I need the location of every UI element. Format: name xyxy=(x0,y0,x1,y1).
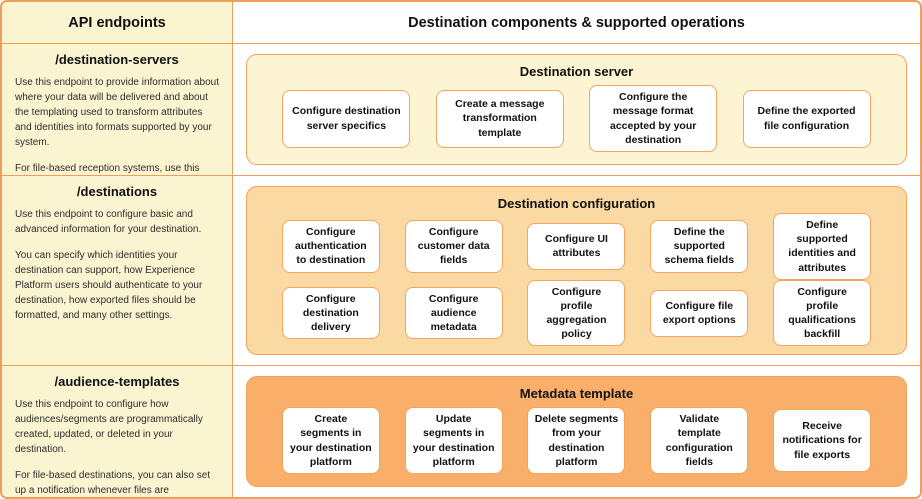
endpoint-description: For file-based destinations, you can als… xyxy=(15,470,211,496)
operations-grid-metadata-template: Create segments in your destination plat… xyxy=(257,403,896,478)
destination-configuration-panel: Destination configuration Configure auth… xyxy=(246,186,907,355)
operation-box: Configure the message format accepted by… xyxy=(589,85,718,152)
operation-box: Define the supported schema fields xyxy=(650,220,749,273)
operation-box: Create segments in your destination plat… xyxy=(281,407,380,474)
metadata-template-panel: Metadata template Create segments in you… xyxy=(246,376,907,487)
endpoint-title-destinations: /destinations xyxy=(76,184,158,199)
endpoint-cell-audience-templates: /audience-templates Use this endpoint to… xyxy=(2,366,233,497)
operation-box: Configure profile aggregation policy xyxy=(527,279,626,347)
section-cell-metadata-template: Metadata template Create segments in you… xyxy=(233,366,920,497)
section-cell-destination-server: Destination server Configure destination… xyxy=(233,44,920,176)
operation-box: Configure customer data fields xyxy=(404,220,503,273)
operation-box: Configure authentication to destination xyxy=(281,220,380,273)
section-title-metadata-template: Metadata template xyxy=(519,386,634,401)
operation-box: Configure audience metadata xyxy=(404,286,503,340)
operation-box: Configure destination delivery xyxy=(281,286,380,340)
endpoint-description: For file-based reception systems, use th… xyxy=(15,163,200,174)
api-endpoints-header: API endpoints xyxy=(2,2,233,44)
operation-box: Configure profile qualifications backfil… xyxy=(773,279,872,347)
endpoint-cell-destination-servers: /destination-servers Use this endpoint t… xyxy=(2,44,233,176)
endpoint-description: You can specify which identities your de… xyxy=(15,250,203,321)
operation-box: Receive notifications for file exports xyxy=(773,409,872,472)
operation-box: Update segments in your destination plat… xyxy=(404,407,503,474)
endpoint-title-audience-templates: /audience-templates xyxy=(54,374,180,389)
endpoint-description: Use this endpoint to configure basic and… xyxy=(15,209,202,235)
section-title-destination-server: Destination server xyxy=(519,64,634,79)
section-title-destination-configuration: Destination configuration xyxy=(497,196,656,211)
section-cell-destination-configuration: Destination configuration Configure auth… xyxy=(233,176,920,366)
destination-server-panel: Destination server Configure destination… xyxy=(246,54,907,165)
endpoint-title-destination-servers: /destination-servers xyxy=(55,52,179,67)
components-operations-header: Destination components & supported opera… xyxy=(233,2,920,44)
endpoint-cell-destinations: /destinations Use this endpoint to confi… xyxy=(2,176,233,366)
operation-box: Define supported identities and attribut… xyxy=(773,213,872,280)
operation-box: Configure destination server specifics xyxy=(282,89,411,148)
operation-box: Create a message transformation template xyxy=(435,89,564,148)
operations-grid-destination-server: Configure destination server specifics Cr… xyxy=(257,81,896,156)
endpoint-description: Use this endpoint to provide information… xyxy=(15,77,220,148)
operation-box: Validate template configuration fields xyxy=(650,407,749,474)
endpoint-description: Use this endpoint to configure how audie… xyxy=(15,399,203,455)
operation-box: Configure file export options xyxy=(650,289,749,337)
operation-box: Configure UI attributes xyxy=(527,222,626,270)
operation-box: Delete segments from your destination pl… xyxy=(527,407,626,474)
operation-box: Define the exported file configuration xyxy=(742,89,871,148)
